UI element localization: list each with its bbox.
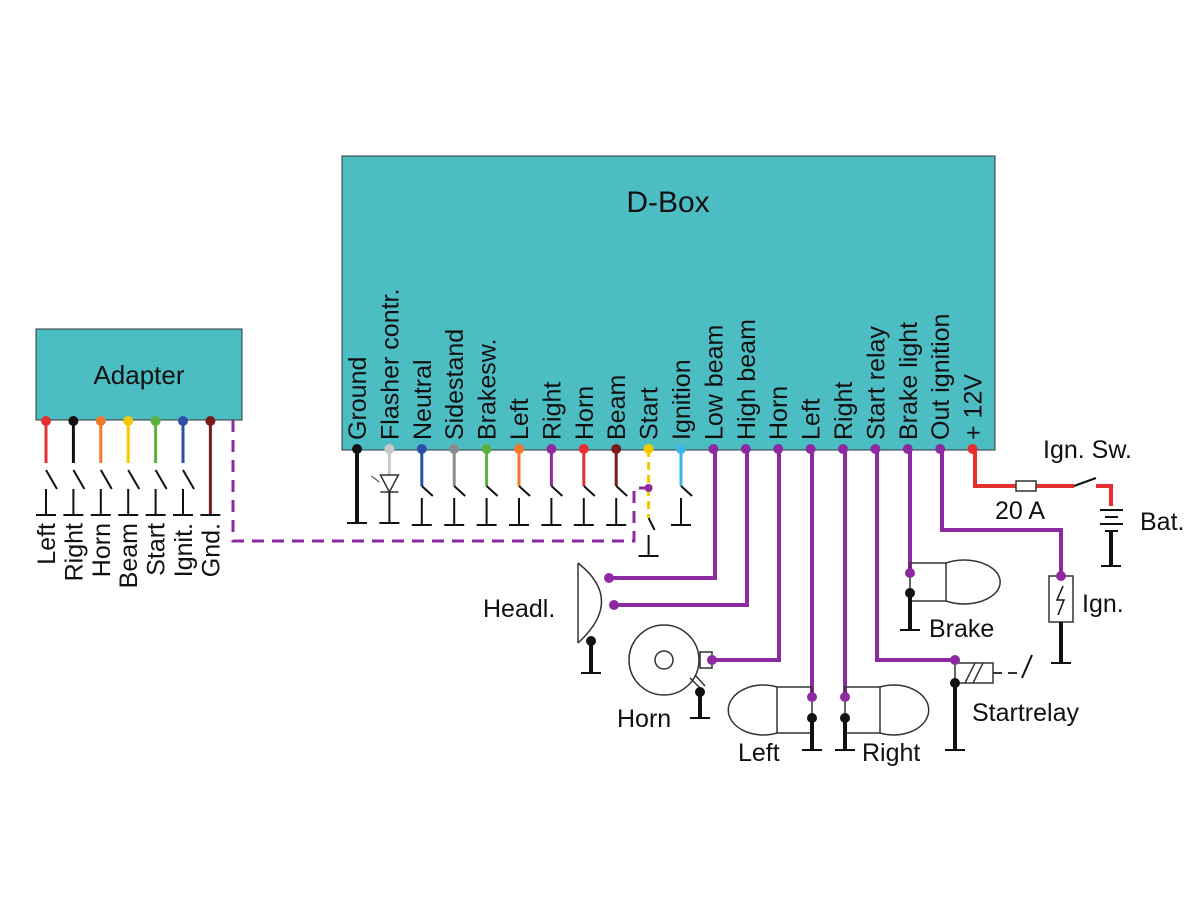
fuse-label: 20 A xyxy=(995,497,1045,525)
left-indicator-label: Left xyxy=(738,739,780,767)
adapter-pin-3: Horn xyxy=(88,416,116,577)
dbox-pin-8: Horn xyxy=(571,386,599,526)
adapter-pin-6: Ignit. xyxy=(170,416,198,577)
dbox-pin-label: Low beam xyxy=(700,325,728,440)
adapter-pin-4: Beam xyxy=(115,416,143,588)
dbox-pin-13: High beam xyxy=(733,319,761,454)
wire-out-ignition xyxy=(940,450,1063,576)
dbox-pin-7: Right xyxy=(538,382,566,526)
dbox-pin-11: Ignition xyxy=(668,359,696,526)
dbox-title: D-Box xyxy=(626,186,709,219)
dbox-pin-label: Left xyxy=(506,398,534,440)
dbox-pin-label: Right xyxy=(538,382,566,440)
dbox-pin-4: Sidestand xyxy=(441,329,469,526)
adapter-pin-1: Left xyxy=(33,416,61,565)
ignition-switch-label: Ign. Sw. xyxy=(1043,436,1132,464)
wire-high-beam xyxy=(614,450,749,607)
dbox-pin-label: Ground xyxy=(344,357,372,440)
adapter-title: Adapter xyxy=(93,360,184,390)
dbox-pin-19: Out ignition xyxy=(927,314,955,454)
dbox-pin-label: Left xyxy=(798,398,826,440)
dbox-pin-label: Beam xyxy=(603,375,631,440)
left-indicator-symbol xyxy=(727,684,813,736)
adapter-pin-5: Start xyxy=(143,416,171,576)
dbox-pin-10: Start xyxy=(636,387,664,557)
dbox-pin-label: Out ignition xyxy=(927,314,955,440)
dbox-pin-17: Start relay xyxy=(862,326,890,454)
dbox-pin-9: Beam xyxy=(603,375,631,526)
adapter-pin-2: Right xyxy=(60,416,88,581)
right-indicator-symbol xyxy=(844,684,930,736)
dbox-pin-label: Start xyxy=(636,387,664,440)
headlight-label: Headl. xyxy=(483,595,555,623)
dbox-pin-label: Neutral xyxy=(409,359,437,440)
dbox-pin-label: Right xyxy=(830,382,858,440)
startrelay-label: Startrelay xyxy=(972,699,1079,727)
dbox-pin-18: Brake light xyxy=(895,322,923,454)
ignition-coil-symbol xyxy=(1048,575,1074,623)
adapter-pin-label: Right xyxy=(60,523,88,581)
horn-symbol xyxy=(628,624,713,696)
right-indicator-label: Right xyxy=(862,739,920,767)
ignition-coil-label: Ign. xyxy=(1082,590,1124,618)
adapter-pin-7: Gnd. xyxy=(197,416,225,577)
ignition-switch-symbol xyxy=(1073,477,1097,487)
dbox-pin-12: Low beam xyxy=(700,325,728,454)
startrelay-symbol xyxy=(954,654,1033,684)
wire-horn xyxy=(712,450,781,662)
dbox-pin-label: Brake light xyxy=(895,322,923,440)
dbox-pin-14: Horn xyxy=(765,386,793,454)
brake-light-symbol xyxy=(909,559,1001,605)
dbox-pin-6: Left xyxy=(506,398,534,526)
wire-low-beam xyxy=(609,450,717,580)
wire-start-relay xyxy=(875,450,955,662)
dbox-pin-1: Ground xyxy=(344,357,372,524)
adapter-pin-label: Beam xyxy=(115,523,143,588)
adapter-pin-label: Horn xyxy=(88,523,116,577)
horn-label: Horn xyxy=(617,705,671,733)
fuse-symbol xyxy=(1015,480,1037,492)
brake-light-label: Brake xyxy=(929,615,994,643)
dbox-pin-label: Start relay xyxy=(862,326,890,440)
adapter-box xyxy=(35,328,243,421)
dbox-pin-label: High beam xyxy=(733,319,761,440)
adapter-pin-label: Left xyxy=(33,523,61,565)
adapter-link-dashed xyxy=(231,420,652,543)
dbox-pin-2: Flasher contr. xyxy=(371,289,404,524)
power-wire xyxy=(973,450,1113,506)
adapter-pin-label: Start xyxy=(143,523,171,576)
dbox-pin-label: + 12V xyxy=(960,374,988,440)
dbox-pin-label: Brakesw. xyxy=(474,339,502,440)
battery-label: Bat. xyxy=(1140,508,1184,536)
adapter-pin-label: Ignit. xyxy=(170,523,198,577)
dbox-pin-16: Right xyxy=(830,382,858,454)
adapter-pin-label: Gnd. xyxy=(197,523,225,577)
dbox-pin-label: Flasher contr. xyxy=(376,289,404,440)
headlight-symbol xyxy=(577,562,603,644)
dbox-pin-label: Horn xyxy=(765,386,793,440)
dbox-pin-label: Horn xyxy=(571,386,599,440)
dbox-box xyxy=(341,155,996,451)
dbox-pin-label: Ignition xyxy=(668,359,696,440)
dbox-pin-label: Sidestand xyxy=(441,329,469,440)
output-wires xyxy=(609,450,1063,697)
dbox-pin-20: + 12V xyxy=(960,374,988,454)
dbox-pin-3: Neutral xyxy=(409,359,437,526)
battery-symbol xyxy=(1100,509,1123,567)
dbox-pin-5: Brakesw. xyxy=(474,339,502,526)
